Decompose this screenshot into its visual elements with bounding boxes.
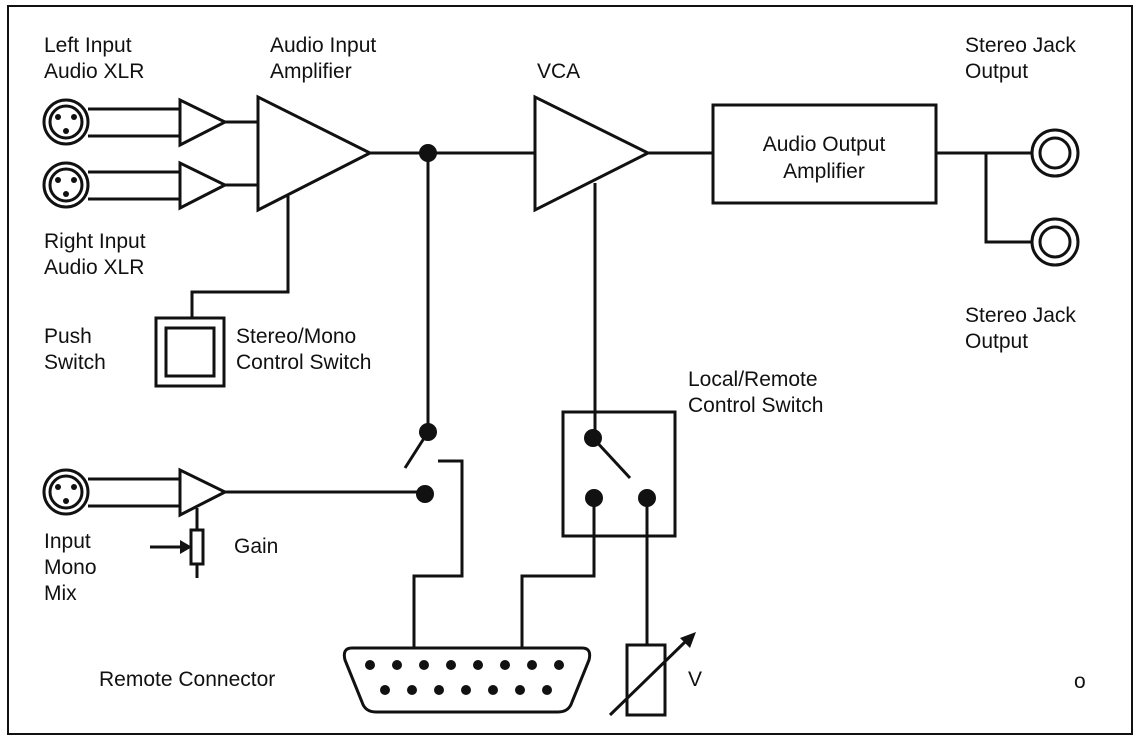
stereo-jack-top-label-2: Output [965, 60, 1028, 83]
gain-label: Gain [234, 535, 278, 558]
connector-pin [500, 660, 510, 670]
input-mono-mix-label-1: Input [44, 530, 91, 553]
connector-pin [488, 685, 498, 695]
mono-mix-buffer [178, 467, 229, 518]
stereo-jack-bottom [1030, 217, 1080, 267]
connector-pin [515, 685, 525, 695]
connector-pin [407, 685, 417, 695]
mono-switch-blade [403, 431, 430, 469]
audio-input-amp-label-1: Audio Input [270, 34, 376, 57]
audio-output-amp-label-1: Audio Output [763, 133, 886, 156]
stereo-jack-top [1030, 128, 1080, 178]
stereo-jack-bottom-label-2: Output [965, 330, 1028, 353]
switch-contact-dot [416, 485, 434, 503]
connector-pin [542, 685, 552, 695]
left-input-buffer [178, 97, 229, 148]
right-input-label-1: Right Input [44, 230, 146, 253]
audio-output-amp-label-2: Amplifier [783, 160, 865, 183]
left-input-label-1: Left Input [44, 34, 132, 57]
audio-input-amp-label-2: Amplifier [270, 60, 352, 83]
buffer-to-amp-wires [225, 120, 258, 187]
connector-pin [554, 660, 564, 670]
variable-resistor [608, 632, 696, 717]
remote-connector-db15 [342, 646, 592, 714]
stereo-jack-top-label-1: Stereo Jack [965, 34, 1076, 57]
switch-to-remote-wire-a [412, 459, 464, 648]
left-input-label-2: Audio XLR [44, 60, 144, 83]
v-label: V [688, 668, 702, 691]
corner-mark: o [1074, 670, 1086, 693]
diagram-frame [7, 5, 1133, 735]
connector-pin [365, 660, 375, 670]
vca-label: VCA [537, 60, 580, 83]
local-remote-switch-label-1: Local/Remote [688, 368, 818, 391]
local-remote-switch-box [561, 410, 677, 538]
output-to-jacks-wire [936, 151, 1032, 244]
local-remote-switch-label-2: Control Switch [688, 394, 823, 417]
right-xlr-connector [42, 161, 90, 209]
right-input-label-2: Audio XLR [44, 256, 144, 279]
mono-mix-xlr-connector [42, 468, 90, 516]
input-mono-mix-label-3: Mix [44, 582, 77, 605]
lr-switch-blade [591, 436, 632, 480]
push-switch-icon [154, 316, 226, 388]
push-switch-label-1: Push [44, 325, 92, 348]
xlr-double-leads [88, 107, 180, 508]
stereo-mono-switch-label-2: Control Switch [236, 351, 371, 374]
connector-pin [446, 660, 456, 670]
stereo-jack-bottom-label-1: Stereo Jack [965, 304, 1076, 327]
audio-input-amplifier [256, 94, 374, 213]
push-switch-wire [190, 196, 290, 318]
connector-pin [380, 685, 390, 695]
remote-connector-label: Remote Connector [99, 668, 275, 691]
connector-pin [527, 660, 537, 670]
connector-pin [419, 660, 429, 670]
connector-pin [473, 660, 483, 670]
vca-amplifier [533, 94, 652, 213]
gain-potentiometer [150, 508, 205, 578]
lr-to-remote-wire [520, 498, 596, 648]
input-mono-mix-label-2: Mono [44, 556, 97, 579]
connector-pin [461, 685, 471, 695]
left-xlr-connector [42, 98, 90, 146]
right-input-buffer [178, 160, 229, 211]
connector-pin [434, 685, 444, 695]
push-switch-label-2: Switch [44, 351, 106, 374]
stereo-mono-switch-label-1: Stereo/Mono [236, 325, 356, 348]
connector-pin [392, 660, 402, 670]
